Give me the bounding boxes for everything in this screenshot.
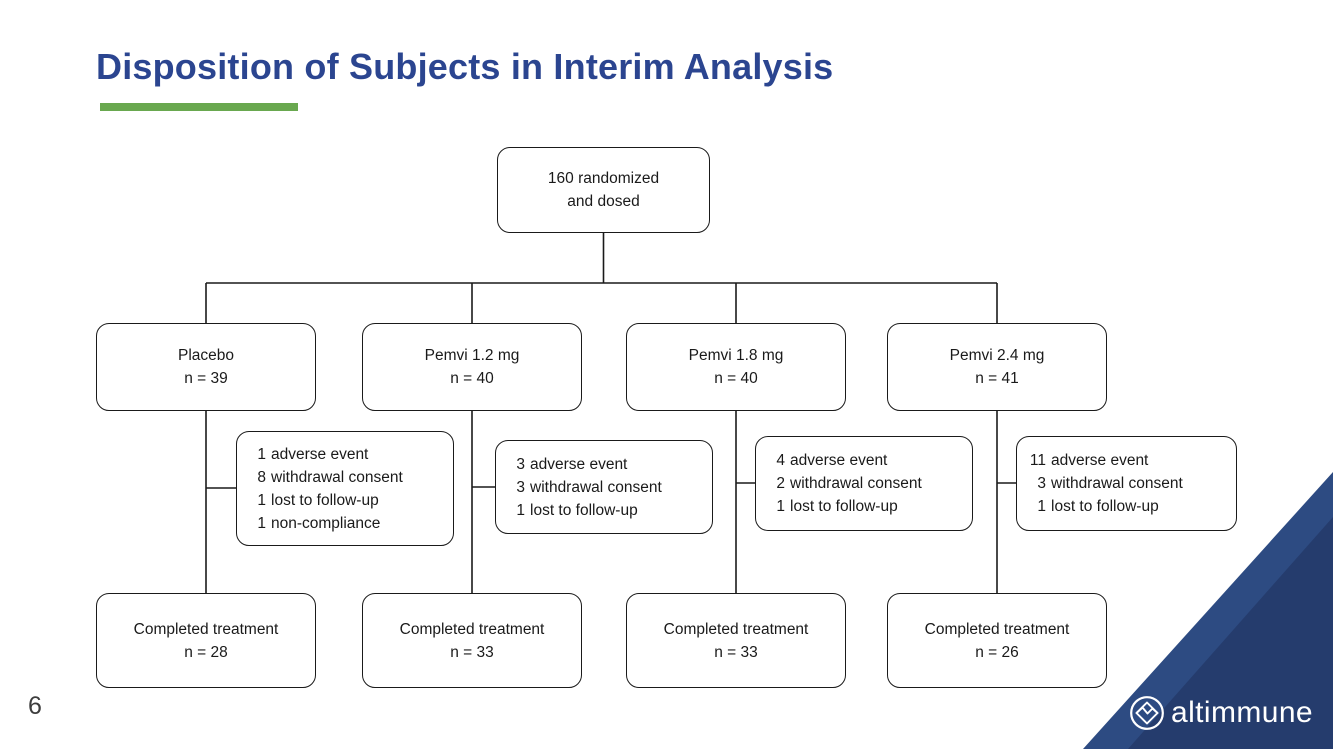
node-completed-placebo: Completed treatment n = 28 [96, 593, 316, 688]
page-title: Disposition of Subjects in Interim Analy… [96, 46, 834, 87]
arm-n: n = 40 [714, 370, 758, 387]
arm-label: Placebo [177, 347, 234, 364]
arm-n: n = 41 [975, 370, 1019, 387]
node-arm-placebo: Placebo n = 39 [96, 323, 316, 411]
title-accent-bar [100, 103, 298, 111]
node-randomized: 160 randomized and dosed [497, 147, 710, 233]
completed-label: Completed treatment [133, 620, 279, 638]
completed-label: Completed treatment [663, 620, 809, 638]
node-arm-pemvi-1-2: Pemvi 1.2 mg n = 40 [362, 323, 582, 411]
node-arm-pemvi-1-8: Pemvi 1.8 mg n = 40 [626, 323, 846, 411]
logo-wordmark: altimmune [1171, 696, 1313, 729]
completed-n: n = 33 [714, 643, 758, 661]
company-logo: altimmune [1128, 694, 1313, 732]
altimmune-diamond-icon [1130, 696, 1164, 730]
node-randomized-line2: and dosed [567, 193, 640, 210]
arm-n: n = 39 [184, 370, 228, 387]
arm-label: Pemvi 1.2 mg [424, 347, 520, 364]
arm-n: n = 40 [450, 370, 494, 387]
node-randomized-line1: 160 randomized [547, 170, 660, 187]
node-completed-pemvi-2-4: Completed treatment n = 26 [887, 593, 1107, 688]
node-completed-pemvi-1-8: Completed treatment n = 33 [626, 593, 846, 688]
arm-label: Pemvi 1.8 mg [688, 347, 784, 364]
page-number: 6 [28, 692, 42, 720]
completed-n: n = 26 [975, 643, 1019, 661]
arm-label: Pemvi 2.4 mg [949, 347, 1045, 364]
completed-label: Completed treatment [924, 620, 1070, 638]
completed-label: Completed treatment [399, 620, 545, 638]
node-completed-pemvi-1-2: Completed treatment n = 33 [362, 593, 582, 688]
node-arm-pemvi-2-4: Pemvi 2.4 mg n = 41 [887, 323, 1107, 411]
completed-n: n = 33 [450, 643, 494, 661]
completed-n: n = 28 [184, 643, 228, 661]
